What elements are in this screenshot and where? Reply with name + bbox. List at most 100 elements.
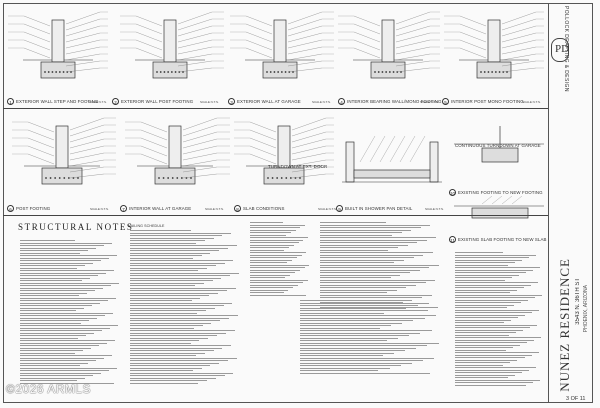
note-line bbox=[20, 372, 101, 374]
note-line bbox=[20, 350, 83, 351]
note-line bbox=[20, 282, 119, 284]
note-line bbox=[20, 380, 77, 381]
detail-caption-5: INTERIOR POST MONO FOOTING bbox=[451, 99, 524, 104]
schedule-line bbox=[130, 245, 237, 246]
note-line bbox=[455, 327, 530, 328]
schedule-line bbox=[130, 265, 216, 266]
note-line bbox=[20, 325, 118, 326]
designer-logo: PD bbox=[551, 38, 569, 62]
note-line bbox=[455, 359, 517, 361]
note-line bbox=[20, 365, 80, 366]
schedule-line bbox=[130, 305, 224, 306]
note-line bbox=[20, 377, 85, 379]
note-line bbox=[20, 307, 84, 309]
note-line bbox=[20, 245, 104, 246]
note-line bbox=[455, 334, 509, 336]
note-line bbox=[455, 344, 520, 346]
note-line bbox=[300, 370, 378, 371]
note-line bbox=[320, 284, 416, 286]
note-line bbox=[20, 297, 116, 299]
note-line bbox=[455, 314, 525, 316]
note-line bbox=[320, 287, 406, 288]
scale-label: SCALE N.T.S. bbox=[318, 207, 337, 211]
note-line bbox=[20, 320, 89, 321]
note-line bbox=[455, 262, 515, 263]
note-line bbox=[20, 347, 91, 349]
note-line bbox=[455, 254, 536, 256]
schedule-line bbox=[130, 272, 239, 274]
schedule-line bbox=[250, 292, 284, 293]
note-line bbox=[455, 384, 526, 386]
note-line bbox=[20, 300, 108, 301]
note-line bbox=[320, 264, 439, 266]
note-line bbox=[20, 240, 75, 241]
note-line bbox=[20, 327, 110, 329]
note-line bbox=[300, 362, 412, 364]
note-line bbox=[20, 332, 94, 334]
note-line bbox=[455, 382, 533, 383]
schedule-line bbox=[250, 247, 289, 248]
note-line bbox=[455, 257, 529, 258]
note-line bbox=[455, 304, 514, 306]
note-line bbox=[20, 360, 96, 361]
note-line bbox=[320, 294, 432, 296]
detail-caption-9: BUILT IN SHOWER PAN DETAIL bbox=[345, 206, 413, 211]
designer-brand: POLLOCK DRAFTING & DESIGN bbox=[563, 6, 569, 92]
note-line bbox=[300, 300, 377, 301]
note-line bbox=[320, 229, 411, 231]
note-line bbox=[455, 322, 504, 323]
schedule-line bbox=[250, 262, 287, 263]
detail-number-8: 8 bbox=[234, 205, 241, 212]
scale-label: SCALE N.T.S. bbox=[205, 207, 224, 211]
schedule-line bbox=[250, 227, 300, 228]
note-line bbox=[20, 250, 88, 251]
note-line bbox=[20, 305, 92, 306]
footing-detail-drawing bbox=[120, 11, 224, 79]
turndown-garage-caption: CONTINUOUS TURNDOWN AT GARAGE bbox=[455, 143, 541, 148]
note-line bbox=[455, 367, 536, 368]
note-line bbox=[20, 367, 117, 369]
note-line bbox=[300, 307, 406, 309]
note-line bbox=[455, 312, 532, 313]
note-line bbox=[455, 379, 540, 381]
detail-number-6: 6 bbox=[7, 205, 14, 212]
note-line bbox=[455, 287, 524, 288]
note-line bbox=[300, 357, 434, 359]
schedule-line bbox=[130, 287, 236, 289]
note-line bbox=[20, 262, 93, 264]
footing-detail-drawing bbox=[234, 117, 334, 185]
note-line bbox=[320, 269, 420, 271]
note-line bbox=[20, 255, 117, 256]
schedule-line bbox=[130, 230, 191, 231]
note-line bbox=[20, 312, 113, 314]
schedule-line bbox=[130, 310, 206, 311]
note-line bbox=[20, 375, 93, 376]
detail-caption-3: EXTERIOR WALL AT GARAGE bbox=[237, 99, 301, 104]
note-line bbox=[455, 362, 510, 363]
note-line bbox=[455, 297, 535, 298]
sheet-number: 3 OF 11 bbox=[566, 396, 586, 402]
note-line bbox=[20, 295, 79, 296]
schedule-line bbox=[130, 290, 227, 291]
detail-caption-7: INTERIOR WALL AT GARAGE bbox=[129, 206, 192, 211]
schedule-line bbox=[250, 279, 308, 281]
detail-number-3: 3 bbox=[228, 98, 235, 105]
note-line bbox=[20, 267, 77, 269]
schedule-line bbox=[130, 247, 228, 249]
schedule-line bbox=[130, 232, 231, 234]
scale-label: SCALE N.T.S. bbox=[88, 100, 107, 104]
note-line bbox=[455, 307, 507, 308]
detail-number-4: 4 bbox=[338, 98, 345, 105]
schedule-line bbox=[130, 355, 196, 356]
note-line bbox=[300, 305, 418, 306]
note-line bbox=[455, 342, 527, 343]
schedule-line bbox=[130, 375, 225, 376]
detail-caption-1: EXTERIOR WALL STEP AND FOOTING bbox=[16, 99, 99, 104]
note-line bbox=[320, 257, 414, 258]
note-line bbox=[320, 279, 435, 281]
note-line bbox=[300, 350, 405, 351]
note-line bbox=[455, 302, 521, 303]
detail-number-5: 5 bbox=[442, 98, 449, 105]
structural-notes-title: STRUCTURAL NOTES bbox=[18, 222, 134, 232]
